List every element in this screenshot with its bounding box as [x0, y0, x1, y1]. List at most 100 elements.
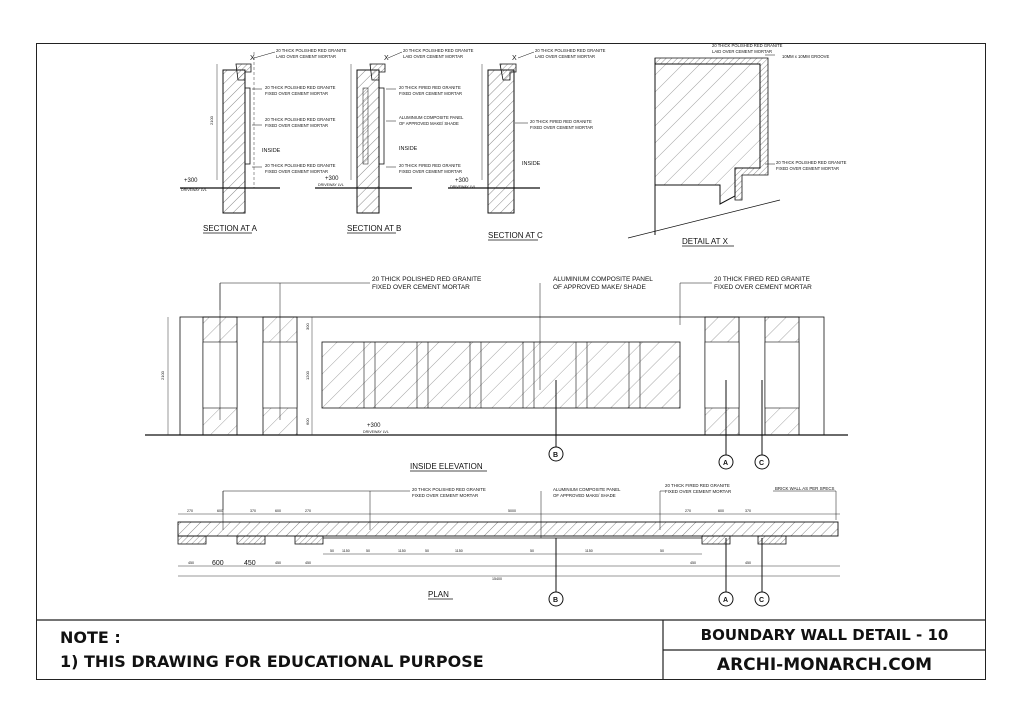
svg-text:450: 450: [690, 561, 696, 565]
svg-text:FIXED OVER CEMENT MORTAR: FIXED OVER CEMENT MORTAR: [714, 284, 812, 291]
svg-text:LAID OVER CEMENT MORTAR: LAID OVER CEMENT MORTAR: [535, 54, 595, 59]
svg-text:1200: 1200: [305, 370, 310, 380]
svg-text:600: 600: [275, 509, 281, 513]
svg-text:ALUMINIUM COMPOSITE PANEL: ALUMINIUM COMPOSITE PANEL: [553, 276, 653, 283]
svg-text:FIXED OVER CEMENT MORTAR: FIXED OVER CEMENT MORTAR: [372, 284, 470, 291]
svg-text:20 THICK FIRED RED GRANITE: 20 THICK FIRED RED GRANITE: [714, 276, 811, 283]
svg-text:15400: 15400: [492, 577, 502, 581]
svg-text:50: 50: [530, 549, 534, 553]
svg-text:20 THICK POLISHED RED GRANITE: 20 THICK POLISHED RED GRANITE: [265, 117, 336, 122]
section-marker-b: [548, 446, 564, 462]
svg-text:BRICK WALL AS PER SPECS: BRICK WALL AS PER SPECS: [775, 486, 835, 491]
svg-text:20 THICK POLISHED RED GRANITE: 20 THICK POLISHED RED GRANITE: [403, 48, 474, 53]
elevation-wall-outline: [179, 316, 825, 436]
svg-text:20 THICK POLISHED RED GRANITE: 20 THICK POLISHED RED GRANITE: [412, 487, 486, 492]
svg-text:1150: 1150: [585, 549, 593, 553]
svg-text:20 THICK POLISHED RED GRANITE: 20 THICK POLISHED RED GRANITE: [776, 160, 847, 165]
svg-text:X: X: [512, 55, 517, 62]
svg-text:20 THICK FIRED RED GRANITE: 20 THICK FIRED RED GRANITE: [399, 85, 461, 90]
svg-text:FIXED OVER CEMENT MORTAR: FIXED OVER CEMENT MORTAR: [399, 91, 462, 96]
svg-text:DRIVEWAY LVL: DRIVEWAY LVL: [318, 183, 344, 187]
inside-elevation: 2100 300 1200 600 20 THICK POLISHED RED …: [145, 276, 848, 472]
svg-text:600: 600: [718, 509, 724, 513]
svg-text:X: X: [250, 55, 255, 62]
section-a: 2100 X 20 THICK POLISHED RED GRANITE LAI…: [180, 48, 347, 234]
svg-text:450: 450: [188, 561, 194, 565]
svg-text:OF APPROVED MAKE/ SHADE: OF APPROVED MAKE/ SHADE: [399, 121, 459, 126]
svg-text:FIXED OVER CEMENT MORTAR: FIXED OVER CEMENT MORTAR: [776, 166, 839, 171]
svg-text:B: B: [553, 597, 558, 604]
svg-text:10MM x 10MM GROOVE: 10MM x 10MM GROOVE: [782, 54, 829, 59]
plan: 270 600 370 600 270 5000 270 600 370 50 …: [177, 483, 840, 607]
section-b: X 20 THICK POLISHED RED GRANITE LAID OVE…: [315, 48, 474, 234]
section-a-coping: [235, 63, 252, 81]
svg-text:A: A: [723, 460, 728, 467]
svg-text:450: 450: [275, 561, 281, 565]
drawing-sheet: [36, 43, 986, 680]
svg-text:600: 600: [217, 509, 223, 513]
svg-text:LAID OVER CEMENT MORTAR: LAID OVER CEMENT MORTAR: [712, 49, 772, 54]
svg-text:20 THICK POLISHED RED GRANITE: 20 THICK POLISHED RED GRANITE: [265, 163, 336, 168]
svg-text:DRIVEWAY LVL: DRIVEWAY LVL: [450, 185, 476, 189]
svg-text:20 THICK FIRED RED GRANITE: 20 THICK FIRED RED GRANITE: [665, 483, 730, 488]
svg-text:FIXED OVER CEMENT MORTAR: FIXED OVER CEMENT MORTAR: [265, 169, 328, 174]
detail-x-cladding: [654, 57, 769, 201]
svg-text:2100: 2100: [160, 370, 165, 380]
detail-x-wall: [654, 63, 761, 205]
svg-text:50: 50: [366, 549, 370, 553]
svg-text:ALUMINIUM COMPOSITE PANEL: ALUMINIUM COMPOSITE PANEL: [553, 487, 621, 492]
svg-text:+300: +300: [184, 178, 198, 184]
svg-text:+300: +300: [325, 176, 339, 182]
svg-text:450: 450: [745, 561, 751, 565]
svg-text:20 THICK POLISHED RED GRANITE: 20 THICK POLISHED RED GRANITE: [535, 48, 606, 53]
svg-text:+300: +300: [455, 178, 469, 184]
detail-x: 20 THICK POLISHED RED GRANITE LAID OVER …: [627, 43, 847, 247]
svg-text:C: C: [759, 460, 764, 467]
section-c: X 20 THICK POLISHED RED GRANITE LAID OVE…: [448, 48, 606, 241]
plan-title: PLAN: [428, 590, 449, 599]
svg-text:1150: 1150: [398, 549, 406, 553]
svg-text:600: 600: [305, 418, 310, 425]
svg-text:FIXED OVER CEMENT MORTAR: FIXED OVER CEMENT MORTAR: [412, 493, 478, 498]
svg-text:50: 50: [660, 549, 664, 553]
svg-text:450: 450: [244, 560, 256, 567]
section-c-wall: [487, 69, 515, 214]
plan-wall: [177, 521, 839, 537]
svg-text:20 THICK POLISHED RED GRANITE: 20 THICK POLISHED RED GRANITE: [712, 43, 783, 48]
svg-text:20 THICK POLISHED RED GRANITE: 20 THICK POLISHED RED GRANITE: [265, 85, 336, 90]
svg-text:FIXED OVER CEMENT MORTAR: FIXED OVER CEMENT MORTAR: [265, 91, 328, 96]
svg-text:FIXED OVER CEMENT MORTAR: FIXED OVER CEMENT MORTAR: [665, 489, 731, 494]
svg-text:270: 270: [685, 509, 691, 513]
section-a-wall: [222, 69, 246, 214]
svg-text:20 THICK FIRED RED GRANITE: 20 THICK FIRED RED GRANITE: [530, 119, 592, 124]
svg-text:C: C: [759, 597, 764, 604]
detail-x-title: DETAIL AT X: [682, 237, 729, 246]
svg-text:5000: 5000: [508, 509, 516, 513]
svg-text:370: 370: [250, 509, 256, 513]
elevation-title: INSIDE ELEVATION: [410, 462, 483, 471]
svg-text:B: B: [553, 452, 558, 459]
section-a-panel: [244, 87, 251, 165]
section-marker-c: [754, 454, 770, 470]
note-title: NOTE :: [60, 628, 121, 647]
svg-text:+300: +300: [367, 423, 381, 429]
svg-text:FIXED OVER CEMENT MORTAR: FIXED OVER CEMENT MORTAR: [265, 123, 328, 128]
svg-text:LAID OVER CEMENT MORTAR: LAID OVER CEMENT MORTAR: [276, 54, 336, 59]
svg-text:600: 600: [212, 560, 224, 567]
svg-text:20 THICK POLISHED RED GRANITE: 20 THICK POLISHED RED GRANITE: [372, 276, 482, 283]
svg-text:FIXED OVER CEMENT MORTAR: FIXED OVER CEMENT MORTAR: [399, 169, 462, 174]
svg-text:370: 370: [745, 509, 751, 513]
svg-text:OF APPROVED MAKE/ SHADE: OF APPROVED MAKE/ SHADE: [553, 493, 616, 498]
svg-text:2100: 2100: [209, 115, 214, 125]
svg-text:20 THICK POLISHED RED GRANITE: 20 THICK POLISHED RED GRANITE: [276, 48, 347, 53]
svg-text:450: 450: [305, 561, 311, 565]
svg-text:300: 300: [305, 323, 310, 330]
note-line-1: 1) THIS DRAWING FOR EDUCATIONAL PURPOSE: [60, 652, 484, 671]
svg-text:INSIDE: INSIDE: [522, 161, 541, 167]
svg-text:INSIDE: INSIDE: [262, 148, 281, 154]
section-c-title: SECTION AT C: [488, 231, 543, 240]
svg-text:1150: 1150: [455, 549, 463, 553]
section-a-title: SECTION AT A: [203, 224, 258, 233]
svg-text:INSIDE: INSIDE: [399, 146, 418, 152]
